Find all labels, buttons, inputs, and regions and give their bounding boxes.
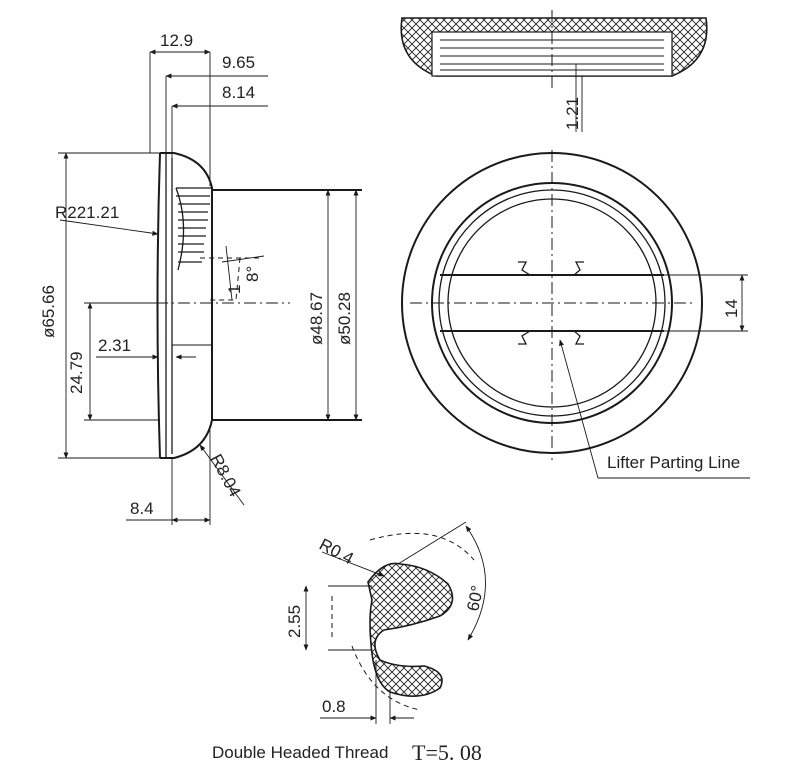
dim-8-4: 8.4 bbox=[126, 430, 211, 525]
svg-text:9.65: 9.65 bbox=[222, 53, 255, 72]
svg-text:8.14: 8.14 bbox=[222, 83, 255, 102]
dim-dia65: ø65.66 bbox=[39, 152, 160, 459]
svg-text:2.55: 2.55 bbox=[285, 605, 304, 638]
caption-pitch: T=5. 08 bbox=[412, 740, 482, 765]
svg-text:1.21: 1.21 bbox=[563, 97, 582, 130]
dim-24-79: 24.79 bbox=[67, 302, 160, 421]
lifter-parting-label: Lifter Parting Line bbox=[559, 339, 750, 479]
dim-1-21: 1.21 bbox=[563, 64, 583, 132]
svg-text:60°: 60° bbox=[463, 584, 487, 613]
svg-text:0.8: 0.8 bbox=[322, 697, 346, 716]
dim-dia50: ø50.28 bbox=[335, 189, 359, 421]
caption-text: Double Headed Thread bbox=[212, 743, 388, 762]
svg-text:ø50.28: ø50.28 bbox=[335, 292, 354, 345]
dim-2-55: 2.55 bbox=[285, 585, 309, 651]
svg-text:R221.21: R221.21 bbox=[55, 203, 119, 222]
dim-dia48: ø48.67 bbox=[307, 189, 331, 421]
svg-text:Lifter Parting Line: Lifter Parting Line bbox=[607, 453, 740, 472]
svg-text:ø48.67: ø48.67 bbox=[307, 292, 326, 345]
dim-r0-4: R0.4 bbox=[316, 535, 385, 577]
dim-60: 60° bbox=[397, 521, 487, 641]
dim-2-31: 2.31 bbox=[96, 336, 212, 370]
caption: Double Headed Thread T=5. 08 bbox=[212, 740, 482, 765]
dim-r8: R8.04 bbox=[199, 444, 245, 506]
svg-text:8°: 8° bbox=[243, 266, 262, 282]
dim-9-65: 9.65 bbox=[165, 53, 268, 153]
svg-text:12.9: 12.9 bbox=[160, 31, 193, 50]
top-section: 1.21 bbox=[400, 10, 708, 132]
svg-text:1: 1 bbox=[225, 285, 244, 294]
svg-text:24.79: 24.79 bbox=[67, 351, 86, 394]
svg-text:8.4: 8.4 bbox=[130, 499, 154, 518]
side-cap-outline bbox=[156, 152, 362, 459]
svg-text:ø65.66: ø65.66 bbox=[39, 285, 58, 338]
thread-detail: 60° R0.4 2.55 0.8 bbox=[285, 521, 487, 724]
svg-text:2.31: 2.31 bbox=[98, 336, 131, 355]
dim-r221: R221.21 bbox=[55, 203, 159, 236]
dim-8-14: 8.14 bbox=[171, 83, 268, 158]
front-view: 14 Lifter Parting Line bbox=[401, 150, 750, 479]
dim-14: 14 bbox=[664, 274, 748, 332]
dim-12-9: 12.9 bbox=[149, 31, 211, 186]
svg-text:14: 14 bbox=[722, 299, 741, 318]
svg-text:R8.04: R8.04 bbox=[206, 451, 244, 500]
dim-0-8: 0.8 bbox=[320, 660, 414, 724]
dim-thread-angle: 8° 1 bbox=[221, 245, 265, 301]
thread-profile bbox=[367, 562, 454, 697]
side-view: 12.9 9.65 8.14 R221.21 ø65.66 bbox=[39, 31, 362, 525]
